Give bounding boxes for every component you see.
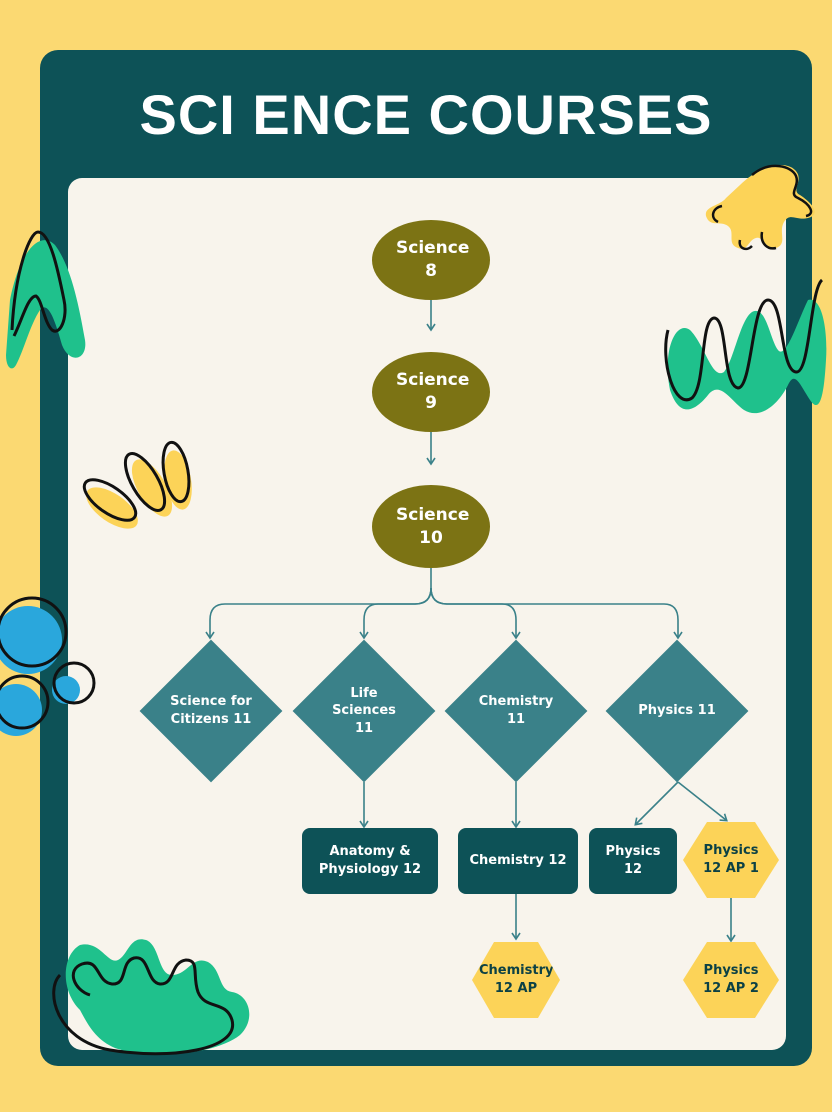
green-leaf-icon [52,939,250,1056]
node-science-for-citizens-11: Science for Citizens 11 [139,639,283,783]
node-physics-12-ap2: Physics 12 AP 2 [683,942,779,1018]
node-anatomy-physiology-12: Anatomy & Physiology 12 [302,828,438,894]
content-panel [68,178,786,1050]
node-life-sciences-11: Life Sciences 11 [292,639,436,783]
node-chemistry-11-label: Chemistry 11 [478,694,554,727]
node-physics-12-ap1-label: Physics 12 AP 1 [703,843,759,876]
node-physics-11: Physics 11 [605,639,749,783]
node-physics-12-ap2-label: Physics 12 AP 2 [703,963,759,996]
node-chemistry-11: Chemistry 11 [444,639,588,783]
node-science-10-label: Science 10 [396,504,470,548]
page-title: SCI ENCE COURSES [139,83,713,146]
yellow-petal-icon [82,440,192,529]
node-anatomy-physiology-12-label: Anatomy & Physiology 12 [318,844,422,877]
node-physics-12: Physics 12 [589,828,677,894]
node-science-8-label: Science 8 [396,238,470,281]
node-chemistry-12-ap: Chemistry 12 AP [472,942,560,1018]
node-chemistry-12-ap-label: Chemistry 12 AP [479,963,554,996]
green-leaf-icon [664,278,827,414]
node-science-9-label: Science 9 [396,370,470,413]
node-life-sciences-11-label: Life Sciences 11 [332,685,396,736]
connector-lines [205,300,736,943]
node-science-10: Science 10 [372,485,490,568]
node-chemistry-12-label: Chemistry 12 [469,853,567,869]
node-chemistry-12: Chemistry 12 [458,828,578,894]
node-physics-11-label: Physics 11 [638,703,716,719]
node-science-8: Science 8 [372,220,490,300]
blue-bubbles-icon [0,596,96,736]
node-physics-12-label: Physics 12 [605,844,661,877]
yellow-splat-icon [705,164,815,251]
node-science-for-citizens-11-label: Science for Citizens 11 [170,694,252,727]
green-leaf-icon [6,230,86,369]
node-physics-12-ap1: Physics 12 AP 1 [683,822,779,898]
node-science-9: Science 9 [372,352,490,432]
